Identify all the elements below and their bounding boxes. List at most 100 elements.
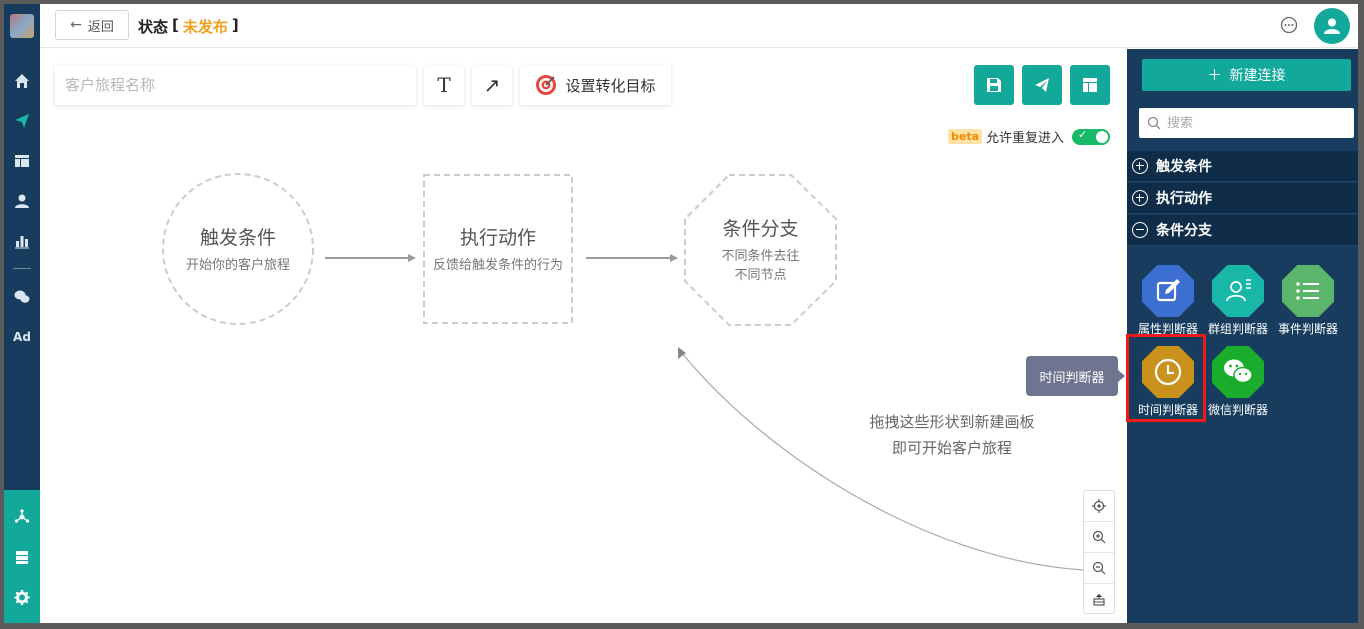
branch-node[interactable]: 条件分支 不同条件去往 不同节点 <box>685 174 836 324</box>
check-icon: ✓ <box>1078 127 1088 141</box>
template-layout-icon <box>1083 78 1097 92</box>
section-trigger[interactable]: 触发条件 <box>1127 151 1358 182</box>
paper-plane-icon <box>1035 78 1049 92</box>
attribute-judge-label: 属性判断器 <box>1137 322 1198 336</box>
action-node-shape <box>423 174 573 324</box>
wechat-icon <box>1212 346 1264 398</box>
toggle-knob <box>1096 130 1109 143</box>
back-button[interactable]: ← 返回 <box>55 10 129 40</box>
drag-tooltip: 时间判断器 <box>1026 356 1125 396</box>
user-list-icon <box>1212 265 1264 317</box>
time-judge-item[interactable]: 时间判断器 <box>1133 346 1203 418</box>
search-input[interactable] <box>1167 115 1337 131</box>
edit-icon <box>1142 265 1194 317</box>
sidebar-divider <box>13 268 31 269</box>
action-node[interactable]: 执行动作 反馈给触发条件的行为 <box>418 174 578 324</box>
group-judge-item[interactable]: 群组判断器 <box>1203 265 1273 337</box>
ad-icon[interactable]: Ad <box>13 330 31 344</box>
section-trigger-label: 触发条件 <box>1156 159 1212 175</box>
network-icon[interactable] <box>4 502 40 532</box>
section-action[interactable]: 执行动作 <box>1127 183 1358 214</box>
page-title: 状态 [ 未发布 ] <box>138 16 239 37</box>
drag-hint-curve <box>681 352 1084 571</box>
repeat-entry-label: 允许重复进入 <box>986 131 1065 146</box>
trigger-node[interactable]: 触发条件 开始你的客户旅程 <box>163 174 313 324</box>
save-icon <box>987 78 1001 92</box>
drag-hint-arrowhead <box>678 347 686 359</box>
top-header: ← 返回 状态 [ 未发布 ] <box>40 4 1358 48</box>
repeat-entry-row: beta 允许重复进入 ✓ <box>948 127 1111 146</box>
plus-icon: ＋ <box>1207 68 1222 84</box>
save-button[interactable] <box>974 65 1014 105</box>
section-branch[interactable]: 条件分支 <box>1127 215 1358 246</box>
branch-node-shape <box>684 174 837 326</box>
wechat-nav-icon[interactable] <box>4 282 40 312</box>
action-node-title: 执行动作 <box>459 227 536 249</box>
publish-button[interactable] <box>1022 65 1062 105</box>
set-goal-button[interactable]: 设置转化目标 <box>520 65 671 105</box>
zoom-in-button[interactable] <box>1084 522 1114 553</box>
target-icon <box>536 75 557 95</box>
user-avatar[interactable] <box>1314 8 1350 44</box>
flow-arrow-1-head <box>408 254 416 262</box>
new-connection-label: 新建连接 <box>1229 68 1286 84</box>
flow-diagram <box>162 173 1084 571</box>
wechat-judge-item[interactable]: 微信判断器 <box>1203 346 1273 418</box>
status-text: 未发布 <box>182 18 228 36</box>
locate-icon <box>1092 499 1106 513</box>
home-icon[interactable] <box>4 66 40 96</box>
new-connection-button[interactable]: ＋ 新建连接 <box>1142 59 1351 91</box>
expand-plus-icon <box>1132 158 1148 174</box>
zoom-out-icon <box>1092 561 1106 575</box>
journey-name-input[interactable] <box>55 65 416 105</box>
sidebar-bottom <box>4 490 40 623</box>
status-bracket-close: ] <box>231 16 239 34</box>
avatar-user-icon <box>1324 18 1340 34</box>
wechat-judge-label: 微信判断器 <box>1207 403 1268 417</box>
title-text: 状态 <box>138 18 169 36</box>
action-node-sub: 反馈给触发条件的行为 <box>432 258 563 273</box>
branch-node-title: 条件分支 <box>722 217 799 240</box>
branch-node-sub1: 不同条件去往 <box>721 248 800 264</box>
zoom-out-button[interactable] <box>1084 553 1114 584</box>
app-window: Ad ← 返回 状态 [ 未发布 ] <box>4 4 1358 623</box>
arrow-tool-button[interactable]: ↗ <box>472 65 512 105</box>
text-tool-button[interactable]: T <box>424 65 464 105</box>
clock-icon <box>1142 346 1194 398</box>
status-bracket-open: [ <box>172 16 179 34</box>
zoom-in-icon <box>1092 530 1106 544</box>
user-icon[interactable] <box>4 186 40 216</box>
fit-view-button[interactable] <box>1084 584 1114 615</box>
journey-canvas[interactable]: T ↗ 设置转化目标 beta 允许重复进入 ✓ <box>40 49 1127 623</box>
arrow-left-icon: ← <box>70 17 82 33</box>
trigger-node-title: 触发条件 <box>199 227 276 249</box>
back-label: 返回 <box>87 19 114 35</box>
template-button[interactable] <box>1070 65 1110 105</box>
search-icon <box>1147 116 1161 130</box>
app-logo[interactable] <box>10 14 34 38</box>
repeat-entry-toggle[interactable]: ✓ <box>1072 127 1111 145</box>
group-judge-label: 群组判断器 <box>1207 322 1268 336</box>
set-goal-label: 设置转化目标 <box>565 76 656 95</box>
drag-hint-text: 拖拽这些形状到新建画板 即可开始客户旅程 <box>852 409 1052 461</box>
server-icon[interactable] <box>4 542 40 572</box>
collapse-minus-icon <box>1132 222 1148 238</box>
attribute-judge-item[interactable]: 属性判断器 <box>1133 265 1203 337</box>
selection-highlight <box>1126 334 1206 422</box>
settings-gear-icon[interactable] <box>4 582 40 612</box>
beta-badge: beta <box>948 129 983 144</box>
trigger-node-sub: 开始你的客户旅程 <box>185 258 290 273</box>
chat-bubble-icon[interactable] <box>1280 16 1298 34</box>
panel-search <box>1139 108 1354 138</box>
event-judge-label: 事件判断器 <box>1277 322 1338 336</box>
left-sidebar: Ad <box>4 4 40 623</box>
bar-chart-icon[interactable] <box>4 226 40 256</box>
send-icon[interactable] <box>4 106 40 136</box>
event-judge-item[interactable]: 事件判断器 <box>1273 265 1343 337</box>
section-branch-label: 条件分支 <box>1156 223 1212 239</box>
flow-arrow-2-head <box>670 254 678 262</box>
time-judge-label: 时间判断器 <box>1137 403 1198 417</box>
layout-icon[interactable] <box>4 146 40 176</box>
locate-button[interactable] <box>1084 491 1114 522</box>
trigger-node-shape <box>162 173 314 325</box>
